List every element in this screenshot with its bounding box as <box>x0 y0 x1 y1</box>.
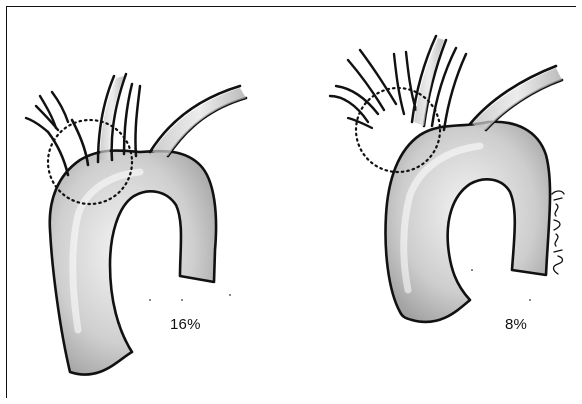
left-aortic-arch <box>26 74 246 375</box>
right-branch-left-vessel-3 <box>394 52 416 114</box>
percentage-label-right: 8% <box>505 316 527 333</box>
artist-signature <box>552 191 564 274</box>
percentage-label-left: 16% <box>170 316 201 333</box>
right-branch-left-vessel-2 <box>348 50 396 110</box>
left-branch-carotid-right <box>40 92 68 128</box>
right-aortic-arch <box>330 36 562 322</box>
left-branch-subclavian-left <box>124 84 140 156</box>
